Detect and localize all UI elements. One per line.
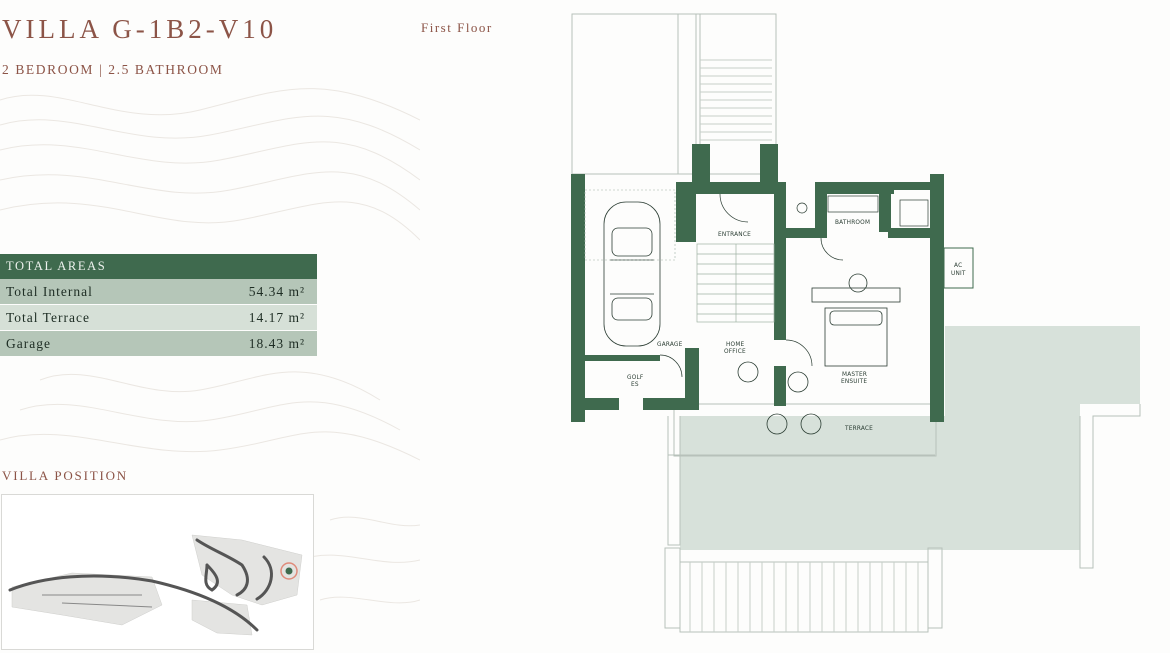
bed-icon [811, 287, 901, 367]
car-icon [603, 201, 661, 347]
room-label-ac: AC [954, 263, 962, 269]
area-label: Total Internal [6, 283, 93, 299]
room-label-ac-unit: UNIT [951, 271, 966, 277]
room-label-entrance: ENTRANCE [718, 232, 751, 238]
area-row-internal: Total Internal 54.34 m² [0, 279, 317, 305]
room-label-home: HOME [726, 342, 745, 348]
villa-position-heading: VILLA POSITION [2, 468, 128, 483]
room-label-garage: GARAGE [657, 342, 683, 348]
walls [571, 144, 944, 422]
room-label-office: OFFICE [724, 349, 746, 355]
room-label-terrace: TERRACE [844, 426, 873, 432]
area-row-terrace: Total Terrace 14.17 m² [0, 305, 317, 331]
total-areas-table: TOTAL AREAS Total Internal 54.34 m² Tota… [0, 254, 317, 357]
room-label-ensuite: ENSUITE [841, 379, 867, 385]
furniture [737, 273, 868, 435]
area-value: 54.34 m² [248, 283, 305, 299]
topographic-background [0, 88, 420, 604]
room-label-es: ES [631, 382, 639, 388]
area-value: 18.43 m² [248, 335, 305, 351]
internal-stairs [696, 243, 775, 323]
site-map-drawing [8, 534, 303, 636]
floor-label: First Floor [421, 20, 493, 35]
lower-stairs [664, 547, 943, 633]
room-label-bathroom: BATHROOM [835, 220, 870, 226]
area-row-garage: Garage 18.43 m² [0, 331, 317, 357]
area-label: Total Terrace [6, 309, 90, 325]
area-value: 14.17 m² [248, 309, 305, 325]
villa-title: VILLA G-1B2-V10 [2, 14, 278, 44]
upper-access [571, 13, 777, 175]
terrace-area [667, 326, 1141, 569]
site-map [1, 494, 314, 650]
room-label-master: MASTER [842, 372, 867, 378]
floor-plan: ENTRANCE BATHROOM AC UNIT GARAGE HOME OF… [571, 13, 1141, 633]
total-areas-heading: TOTAL AREAS [0, 254, 317, 279]
area-label: Garage [6, 335, 51, 351]
room-label-golf: GOLF [627, 375, 643, 381]
villa-location-marker [280, 562, 298, 580]
villa-subtitle: 2 BEDROOM | 2.5 BATHROOM [2, 62, 224, 77]
